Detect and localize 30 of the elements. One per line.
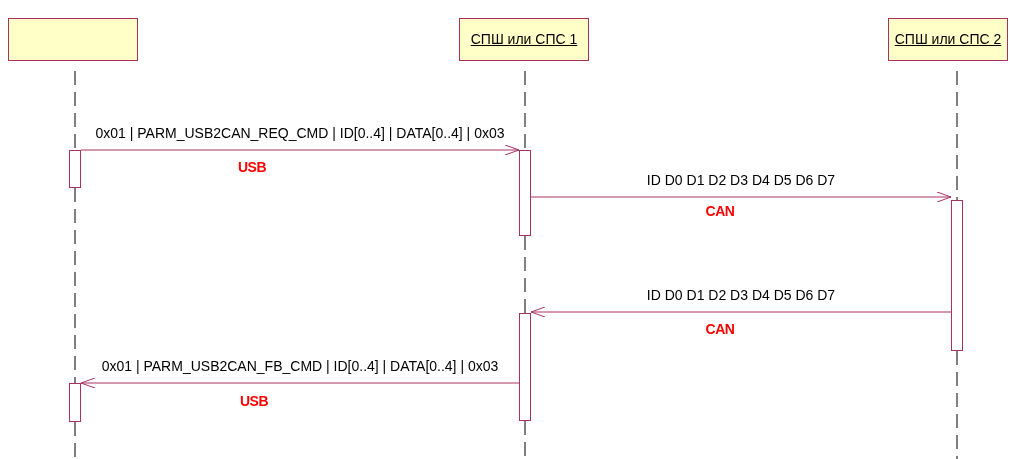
activation-bar [519, 313, 531, 421]
lifeline [524, 420, 526, 459]
activation-bar [519, 150, 531, 236]
message-label: ID D0 D1 D2 D3 D4 D5 D6 D7 [645, 287, 837, 303]
lifeline [74, 421, 76, 459]
message-arrow [530, 306, 952, 318]
protocol-label: CAN [705, 203, 735, 219]
activation-bar [69, 383, 81, 422]
activation-bar [69, 150, 81, 188]
protocol-label: USB [237, 159, 267, 175]
message-label: ID D0 D1 D2 D3 D4 D5 D6 D7 [645, 172, 837, 188]
participant-box [8, 18, 138, 61]
participant-name: СПШ или СПС 1 [470, 31, 578, 48]
message-label: 0x01 | PARM_USB2CAN_FB_CMD | ID[0..4] | DATA[0..4] | 0x03 [100, 358, 500, 374]
participant-box [888, 18, 1008, 61]
message-label: 0x01 | PARM_USB2CAN_REQ_CMD | ID[0..4] | DATA[0..4] | 0x03 [94, 125, 506, 141]
activation-bar [951, 200, 963, 351]
lifeline [524, 70, 526, 151]
message-arrow [80, 144, 520, 156]
message-arrow [530, 191, 952, 203]
lifeline [956, 350, 958, 459]
lifeline [524, 235, 526, 314]
participant-box [459, 18, 589, 61]
protocol-label: CAN [705, 321, 735, 337]
participant-name: СПШ или СПС 2 [894, 31, 1002, 48]
protocol-label: USB [239, 393, 269, 409]
message-arrow [80, 377, 520, 389]
lifeline [74, 70, 76, 151]
lifeline [956, 70, 958, 201]
lifeline [74, 187, 76, 384]
